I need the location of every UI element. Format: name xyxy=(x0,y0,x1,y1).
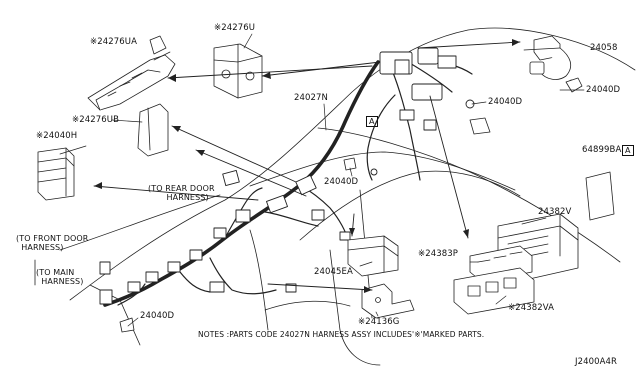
label-24136G: ※24136G xyxy=(358,317,400,327)
leader-lines xyxy=(59,33,585,327)
label-24382VA: ※24382VA xyxy=(508,303,555,313)
callout-main-harness: (TO MAIN HARNESS) xyxy=(36,268,84,286)
label-64899BA: 64899BA xyxy=(582,145,622,155)
label-24040D-center: 24040D xyxy=(324,177,359,187)
callout-rear-door-harness: (TO REAR DOOR HARNESS) xyxy=(148,184,215,202)
part-24276UB-drawing xyxy=(137,103,169,157)
label-24058: 24058 xyxy=(590,43,618,53)
part-64899BA-drawing xyxy=(585,171,615,221)
label-24276U: ※24276U xyxy=(214,23,256,33)
label-24276UB: ※24276UB xyxy=(72,115,120,125)
part-24040D-right-drawing xyxy=(565,77,583,93)
part-24276U-drawing xyxy=(213,43,263,99)
label-24040H: ※24040H xyxy=(36,131,78,141)
label-24040D-bottom: 24040D xyxy=(140,311,175,321)
diagram-code: J2400A4R xyxy=(575,357,618,367)
label-24382V: 24382V xyxy=(538,207,572,217)
callout-front-door-harness: (TO FRONT DOOR HARNESS) xyxy=(16,234,89,252)
part-24040D-center-drawing xyxy=(343,157,357,171)
part-24040H-drawing xyxy=(37,147,75,201)
part-24058-drawing xyxy=(529,35,572,80)
part-24276UA-drawing xyxy=(87,35,176,111)
part-24040D-bottom-drawing xyxy=(119,317,135,333)
ref-box-a-center: A xyxy=(366,116,378,127)
label-24045EA: 24045EA xyxy=(314,267,353,277)
label-24027N: 24027N xyxy=(294,93,328,103)
label-24276UA: ※24276UA xyxy=(90,37,137,47)
callout-arrows xyxy=(93,41,521,291)
part-24382VA-drawing xyxy=(453,267,535,315)
label-24040D-upper: 24040D xyxy=(488,97,523,107)
arrowheads xyxy=(94,39,520,293)
part-24045EA-drawing xyxy=(347,235,399,277)
part-24136G-drawing xyxy=(361,283,415,319)
ref-box-a-right: A xyxy=(622,145,634,156)
main-harness-bundle xyxy=(103,60,380,307)
notes-text: NOTES :PARTS CODE 24027N HARNESS ASSY IN… xyxy=(198,330,485,339)
label-24383P: ※24383P xyxy=(418,249,458,259)
label-24040D-right: 24040D xyxy=(586,85,621,95)
